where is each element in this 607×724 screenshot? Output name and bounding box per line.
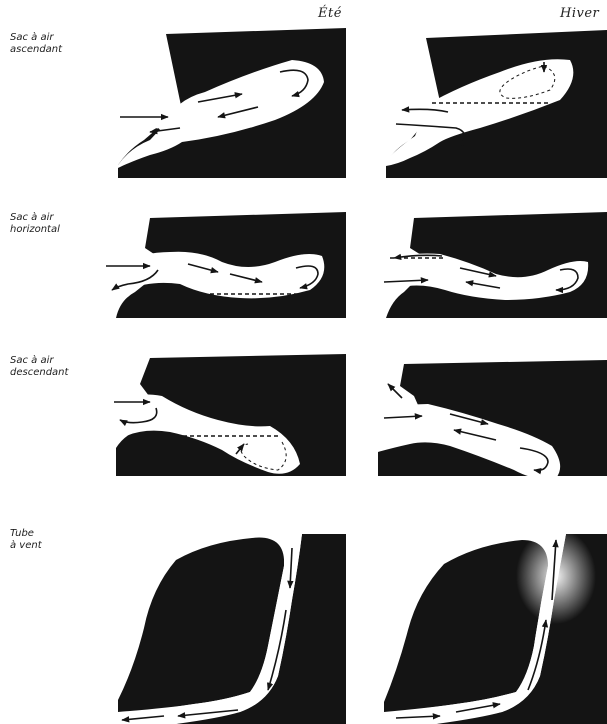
- panel-ascending-summer: [118, 28, 346, 178]
- panel-descending-winter: [378, 360, 607, 479]
- panel-wind-tube-summer: [118, 534, 346, 724]
- panel-descending-summer: [112, 354, 346, 476]
- panel-wind-tube-winter: [384, 528, 607, 724]
- panel-horizontal-winter: [384, 212, 607, 318]
- panel-ascending-winter: [386, 30, 607, 178]
- panel-horizontal-summer: [104, 212, 346, 318]
